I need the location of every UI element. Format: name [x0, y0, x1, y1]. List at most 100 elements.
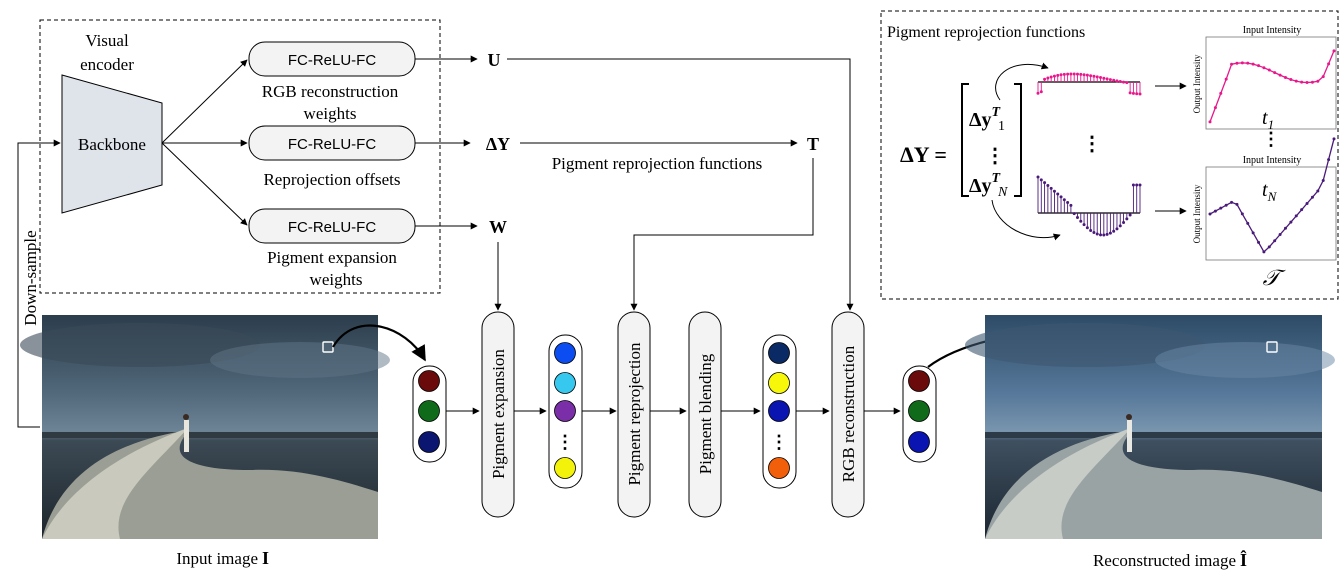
stem-plot-top	[1036, 72, 1142, 96]
inset-middle-vdots: ⋮	[1082, 133, 1102, 155]
curve-point	[1327, 158, 1331, 162]
plotn-title: Input Intensity	[1243, 155, 1302, 166]
stem-point	[1049, 186, 1053, 190]
rgb-reconstruction-block	[831, 311, 865, 518]
curve-point	[1310, 80, 1314, 84]
stem-point	[1131, 91, 1135, 95]
stem-point	[1128, 213, 1132, 217]
plot1-title: Input Intensity	[1243, 25, 1302, 36]
stem-point	[1052, 189, 1056, 193]
pigment-dot	[418, 370, 440, 392]
stem-point	[1122, 80, 1126, 84]
pigment-dot	[554, 457, 576, 479]
curve-point	[1273, 239, 1277, 243]
curve-point	[1283, 76, 1287, 80]
curve-point	[1213, 106, 1217, 110]
t1-label: t1	[1262, 107, 1274, 132]
reconstructed-image	[965, 315, 1335, 539]
stem-point	[1125, 81, 1129, 85]
encoder-box	[39, 19, 441, 294]
stem-plot-bottom	[1036, 175, 1142, 237]
stem-point	[1095, 75, 1099, 79]
backbone-label: Backbone	[78, 135, 146, 154]
input-image	[20, 315, 390, 539]
curve-point	[1267, 245, 1271, 249]
fc-relu-fc-label-1: FC-ReLU-FC	[288, 52, 376, 69]
matrix-row-n: ΔyT	[969, 171, 1002, 197]
curve-point	[1224, 203, 1228, 207]
arrow-rown-to-stem	[991, 199, 1061, 241]
t-caption: Pigment reprojection functions	[552, 154, 763, 173]
curve-point	[1327, 62, 1331, 66]
head1-caption: RGB reconstruction	[262, 82, 399, 101]
stem-point	[1092, 74, 1096, 78]
stem-point	[1118, 80, 1122, 84]
stem-point	[1082, 223, 1086, 227]
matrix-right-bracket	[1014, 83, 1022, 197]
output-caption: Reconstructed image	[1093, 551, 1236, 570]
curve-point	[1219, 206, 1223, 210]
arrow-backbone-head3	[161, 142, 248, 226]
arrow-backbone-head1	[161, 59, 248, 144]
stem-point	[1131, 183, 1135, 187]
pigment-dot	[554, 400, 576, 422]
stem-point	[1072, 212, 1076, 216]
stem-point	[1079, 72, 1083, 76]
stem-point	[1108, 78, 1112, 82]
stem-point	[1105, 77, 1109, 81]
delta-y-symbol: ΔY	[486, 134, 510, 154]
stem-point	[1036, 91, 1040, 95]
curve-t1	[1208, 49, 1336, 124]
curve-point	[1321, 75, 1325, 79]
pigment-reprojection-block	[617, 311, 651, 518]
stem-point	[1118, 224, 1122, 228]
stem-point	[1066, 72, 1070, 76]
stem-point	[1039, 178, 1043, 182]
vdots: ⋮	[556, 432, 574, 452]
curve-point	[1294, 79, 1298, 83]
head2-caption: Reprojection offsets	[263, 170, 400, 189]
plot1-frame	[1205, 36, 1337, 130]
arrow-downsample	[17, 139, 61, 428]
curve-point	[1251, 62, 1255, 66]
stem-point	[1082, 73, 1086, 77]
stem-point	[1108, 231, 1112, 235]
stem-point	[1036, 175, 1040, 179]
stem-point	[1069, 72, 1073, 76]
stem-point	[1052, 74, 1056, 78]
encoder-title-2: encoder	[80, 55, 134, 74]
pigment-dot	[908, 370, 930, 392]
pigment-expansion-label: Pigment expansion	[489, 349, 508, 479]
pigment-blending-block	[688, 311, 722, 518]
matrix-row-1: ΔyT	[969, 105, 1002, 131]
curve-point	[1283, 226, 1287, 230]
pigment-expansion-block	[481, 311, 515, 518]
curve-point	[1235, 202, 1239, 206]
stem-point	[1069, 203, 1073, 207]
fc-relu-fc-label-2: FC-ReLU-FC	[288, 136, 376, 153]
w-symbol: W	[489, 217, 507, 237]
stem-point	[1115, 227, 1119, 231]
stem-point	[1046, 76, 1050, 80]
stem-point	[1056, 73, 1060, 77]
curve-point	[1240, 212, 1244, 216]
pigment-dot	[908, 400, 930, 422]
stem-point	[1112, 229, 1116, 233]
inset-title: Pigment reprojection functions	[887, 24, 1085, 41]
stem-point	[1059, 195, 1063, 199]
backbone-block	[61, 74, 163, 214]
stem-point	[1072, 72, 1076, 76]
stem-point	[1135, 92, 1139, 96]
curve-point	[1305, 201, 1309, 205]
curve-point	[1208, 212, 1212, 216]
arrow-u-to-rgb	[507, 58, 854, 311]
stem-point	[1099, 76, 1103, 80]
curve-point	[1321, 178, 1325, 182]
stem-point	[1138, 92, 1142, 96]
curve-point	[1213, 209, 1217, 213]
plotn-frame	[1205, 166, 1337, 261]
matrix-vdots: ⋮	[985, 145, 1005, 167]
stem-point	[1085, 226, 1089, 230]
rgb-reconstruction-label: RGB reconstruction	[839, 345, 858, 482]
stem-point	[1135, 183, 1139, 187]
